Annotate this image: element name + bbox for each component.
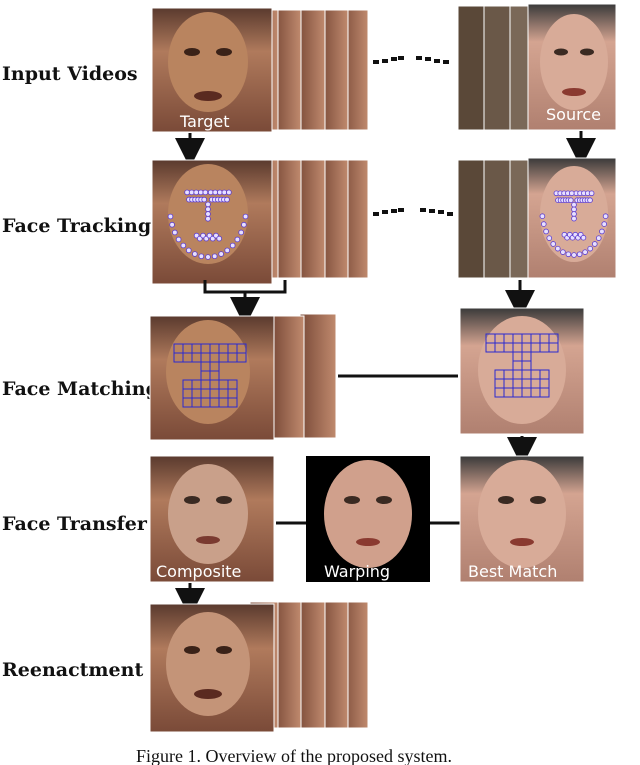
ellipsis-row-1 xyxy=(373,56,449,64)
landmark-dot xyxy=(180,242,187,249)
grid-cell xyxy=(236,352,247,363)
landmark-dot xyxy=(599,228,605,235)
landmark-points-source xyxy=(539,190,609,258)
row-label-face-matching: Face Matching xyxy=(2,378,159,400)
landmark-dot xyxy=(184,189,190,196)
overlay-warping-label: Warping xyxy=(324,562,390,581)
landmark-dot xyxy=(560,249,566,255)
landmark-dot xyxy=(580,234,587,241)
landmark-dot xyxy=(241,221,247,228)
target-tracking-stack xyxy=(151,159,369,285)
overlay-target-label: Target xyxy=(179,112,230,131)
landmark-dot xyxy=(234,236,241,243)
row-label-input-videos: Input Videos xyxy=(2,63,138,85)
landmark-dot xyxy=(582,249,588,255)
landmark-dot xyxy=(205,216,211,222)
landmark-dot xyxy=(555,245,561,252)
overlay-source-label: Source xyxy=(546,105,601,124)
landmark-dot xyxy=(571,211,577,217)
source-tracking-stack xyxy=(457,157,617,279)
landmark-dot xyxy=(550,241,557,247)
landmark-dot xyxy=(571,215,577,222)
landmark-dot xyxy=(571,206,577,213)
landmark-dot xyxy=(201,196,208,203)
landmark-dot xyxy=(591,241,598,247)
landmark-dot xyxy=(193,189,200,196)
best-match-frame: Best Match xyxy=(459,455,585,583)
landmark-dot xyxy=(202,189,209,196)
landmark-dot xyxy=(192,251,198,257)
landmark-dot xyxy=(595,235,602,241)
landmark-dot xyxy=(188,189,195,196)
landmark-dot xyxy=(216,189,223,196)
row-label-face-transfer: Face Transfer xyxy=(2,513,148,535)
landmark-dot xyxy=(571,252,577,258)
landmark-dot xyxy=(602,213,609,219)
landmark-dot xyxy=(587,197,593,204)
landmark-dot xyxy=(565,251,572,258)
landmark-dot xyxy=(218,251,224,257)
composite-frame: Composite xyxy=(149,455,275,583)
warping-frame: Warping xyxy=(306,456,430,582)
landmark-dot xyxy=(568,190,575,197)
source-matching-frame xyxy=(459,307,585,435)
landmark-dot xyxy=(172,229,178,236)
landmark-dot xyxy=(539,213,546,219)
landmark-dot xyxy=(587,245,593,252)
landmark-dot xyxy=(185,247,192,254)
landmark-dot xyxy=(576,251,583,258)
landmark-dot xyxy=(242,213,249,220)
row-label-face-tracking: Face Tracking xyxy=(2,215,151,237)
landmark-dot xyxy=(216,235,223,242)
landmark-dot xyxy=(543,228,549,235)
landmark-dot xyxy=(238,229,244,236)
landmark-dot xyxy=(567,197,574,204)
figure-caption: Figure 1. Overview of the proposed syste… xyxy=(136,746,452,765)
landmark-dot xyxy=(197,189,204,196)
matching-grid-target xyxy=(173,343,247,408)
landmark-dot xyxy=(198,253,205,260)
landmark-dot xyxy=(211,253,218,260)
overlay-composite-label: Composite xyxy=(156,562,241,581)
landmark-dot xyxy=(224,247,231,254)
landmark-dot xyxy=(167,213,174,220)
ellipsis-row-2 xyxy=(373,208,453,216)
source-video-stack: Source xyxy=(457,3,617,131)
landmark-dot xyxy=(205,201,211,208)
landmark-dot xyxy=(229,242,236,249)
landmark-dot xyxy=(226,189,232,196)
landmark-dot xyxy=(205,206,211,213)
landmark-dot xyxy=(169,221,175,228)
grid-cell xyxy=(227,397,238,408)
landmark-dot xyxy=(221,189,228,196)
landmark-dot xyxy=(588,190,595,197)
row-label-reenactment: Reenactment xyxy=(2,659,143,681)
landmark-dot xyxy=(205,211,211,217)
grid-cell xyxy=(548,342,559,353)
landmark-dot xyxy=(212,189,219,196)
reenactment-video-stack xyxy=(149,601,369,733)
grid-cell xyxy=(539,387,550,398)
overlay-best-match-label: Best Match xyxy=(468,562,557,581)
landmark-dot xyxy=(205,254,211,260)
landmark-dot xyxy=(546,235,553,241)
target-matching-stack xyxy=(149,313,337,441)
landmark-dot xyxy=(601,221,608,227)
landmark-dot xyxy=(540,221,547,227)
landmark-points-target xyxy=(167,189,249,260)
landmark-dot xyxy=(175,236,182,243)
landmark-dot xyxy=(571,202,577,208)
landmark-dot xyxy=(224,196,230,203)
target-video-stack: Target xyxy=(151,7,369,133)
matching-grid-source xyxy=(485,333,559,398)
bracket-connector-target xyxy=(203,280,287,327)
landmark-dot xyxy=(207,189,214,196)
